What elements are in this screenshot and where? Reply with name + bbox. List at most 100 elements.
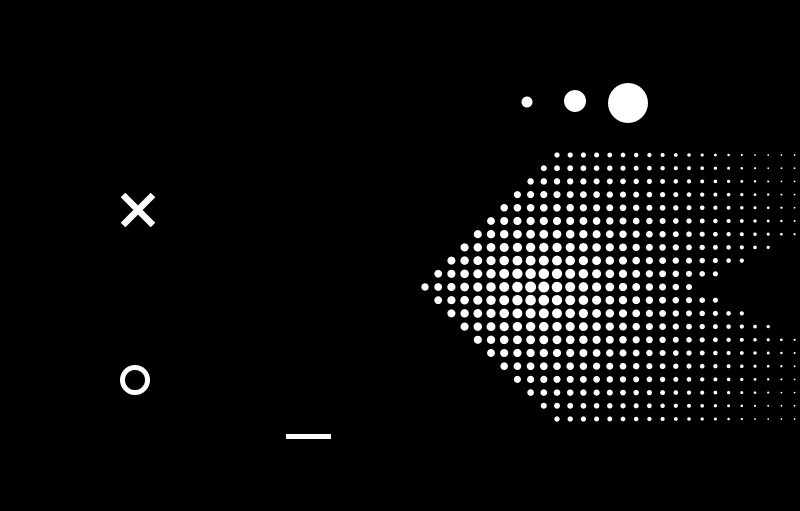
halftone-dot [673,390,679,395]
halftone-dot [726,377,731,382]
halftone-dot [460,243,469,252]
halftone-dot [579,191,587,199]
halftone-dot [739,324,744,329]
halftone-dot [766,324,770,329]
dash-icon [286,434,331,439]
halftone-dot [499,242,509,252]
halftone-dot [700,377,705,382]
halftone-dot [553,191,561,199]
halftone-dot [580,402,587,409]
halftone-dot [606,204,614,212]
halftone-dot [566,191,574,199]
halftone-dot [686,377,692,382]
halftone-dot [473,335,482,344]
halftone-dot [793,193,796,196]
halftone-dot [538,308,549,319]
halftone-dot [673,192,679,198]
halftone-dot [766,364,770,368]
halftone-dot [473,322,483,331]
halftone-dot [578,308,589,319]
halftone-dot [578,322,588,332]
halftone-dot [753,351,757,355]
halftone-dot [793,378,796,381]
halftone-dot [554,152,560,158]
halftone-dot [659,191,666,198]
halftone-dot [766,245,770,249]
halftone-dot [552,335,562,345]
halftone-dot [579,362,588,370]
halftone-dot [539,335,549,345]
halftone-dot [566,362,574,371]
halftone-dot [660,390,666,396]
halftone-dot [605,322,614,331]
halftone-dot [527,191,535,199]
halftone-dot [660,165,665,171]
halftone-dot [538,281,550,293]
halftone-dot [565,295,576,306]
halftone-dot [726,311,731,316]
halftone-dot [606,349,614,357]
halftone-dot [605,282,615,292]
halftone-dot [620,403,626,409]
halftone-dot [525,255,536,266]
halftone-dot [553,203,561,212]
halftone-dot [726,232,731,237]
halftone-dot [646,230,653,238]
halftone-dot [632,283,641,291]
halftone-dot [605,335,614,344]
halftone-dot [793,418,796,420]
halftone-dot [593,389,600,396]
halftone-dot [726,192,731,197]
halftone-dot [793,404,796,407]
halftone-dot [487,217,495,225]
halftone-dot [632,217,640,225]
halftone-dot [726,205,731,210]
halftone-dot [753,245,757,250]
halftone-dot [633,152,639,158]
growing-dot-2 [564,90,586,112]
halftone-dot [552,348,562,358]
halftone-dot [713,417,717,421]
halftone-dot [593,204,601,212]
halftone-dot [580,152,586,158]
halftone-dot [486,243,496,252]
halftone-dot [592,322,601,331]
halftone-dot [646,336,653,344]
halftone-dot [753,391,757,394]
halftone-dot [605,256,615,265]
halftone-dot [540,191,548,199]
halftone-dot [434,283,443,291]
halftone-dot [527,178,534,185]
halftone-dot [780,219,783,223]
halftone-dot [646,349,653,357]
halftone-dot [632,322,640,331]
halftone-dot [699,363,705,369]
halftone-dot [605,269,615,279]
halftone-dot [699,244,705,251]
halftone-dot [592,349,601,357]
halftone-dot [672,218,679,224]
halftone-dot [713,377,718,382]
halftone-dot [766,378,770,381]
halftone-dot [434,269,443,278]
halftone-dot [594,152,600,158]
halftone-dot [780,391,783,394]
halftone-dot [673,205,679,211]
halftone-dot [700,153,704,157]
halftone-dot [767,391,770,394]
halftone-dot [726,258,731,263]
halftone-dot [527,389,534,396]
halftone-dot [499,255,509,266]
halftone-dot [553,362,561,371]
halftone-dot [685,297,693,304]
halftone-dot [500,348,509,358]
halftone-dot [726,218,731,224]
halftone-dot [766,351,770,355]
halftone-dot [486,308,496,319]
halftone-dot [739,351,744,355]
halftone-dot [486,230,496,239]
halftone-dot [619,230,627,238]
halftone-dot [699,231,705,237]
halftone-dot [646,191,653,198]
halftone-dot [460,256,469,265]
